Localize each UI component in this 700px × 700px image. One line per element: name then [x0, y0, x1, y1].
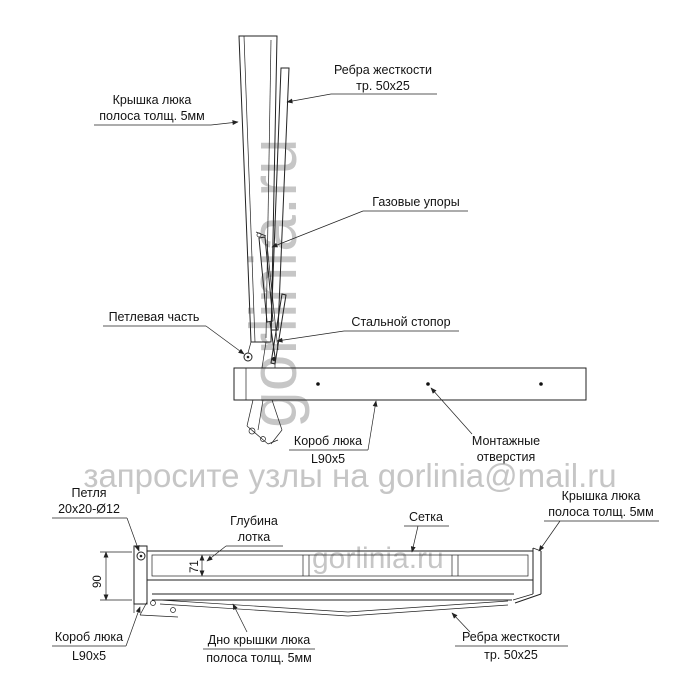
label-box-top-1: Короб люка: [294, 434, 362, 448]
top-view: Ребра жесткости тр. 50x25 Крышка люка по…: [94, 35, 587, 466]
label-holes-2: отверстия: [477, 450, 536, 464]
label-floor-2: полоса толщ. 5мм: [206, 651, 311, 665]
dimension-71: 71: [189, 554, 205, 577]
label-ribs-top-1: Ребра жесткости: [334, 63, 432, 77]
callout-mesh: Сетка: [404, 510, 449, 553]
label-hinge-2: 20x20-Ø12: [58, 502, 120, 516]
stiffening-rib: [270, 67, 290, 331]
bottom-ribs: [159, 599, 509, 617]
label-cover-bottom-2: полоса толщ. 5мм: [548, 505, 653, 519]
label-box-bottom-2: L90x5: [72, 649, 106, 663]
label-cover-top-1: Крышка люка: [113, 93, 192, 107]
callout-box-top: Короб люка L90x5: [289, 400, 378, 466]
label-ribs-bottom-1: Ребра жесткости: [462, 630, 560, 644]
dimension-90: 90: [92, 551, 132, 601]
cover-bottom-plate: [152, 593, 514, 601]
label-floor-1: Дно крышки люка: [208, 633, 311, 647]
callout-ribs-top: Ребра жесткости тр. 50x25: [286, 63, 437, 104]
watermark-banner: запросите узлы на gorlinia@mail.ru: [83, 457, 616, 494]
label-ribs-top-2: тр. 50x25: [356, 79, 410, 93]
lower-hinge-detail: [133, 600, 179, 618]
label-depth-2: лотка: [238, 530, 271, 544]
label-gas-struts: Газовые упоры: [372, 195, 459, 209]
dim-depth-value: 71: [189, 560, 201, 573]
callout-mounting-holes: Монтажные отверстия: [430, 387, 540, 464]
hatch-box: [233, 367, 587, 401]
callout-cover-top: Крышка люка полоса толщ. 5мм: [94, 93, 239, 126]
label-depth-1: Глубина: [230, 514, 278, 528]
dim-height-value: 90: [92, 575, 104, 588]
label-box-bottom-1: Короб люка: [55, 630, 123, 644]
callout-box-bottom: Короб люка L90x5: [52, 606, 141, 663]
callout-gas-struts: Газовые упоры: [271, 195, 468, 248]
label-mesh: Сетка: [409, 510, 443, 524]
label-cover-top-2: полоса толщ. 5мм: [99, 109, 204, 123]
callout-hinge-part: Петлевая часть: [103, 310, 245, 355]
watermark-small: gorlinia.ru: [312, 542, 444, 575]
hatch-cover-plate: [238, 35, 278, 343]
watermarks: gorlinia.ru запросите узлы на gorlinia@m…: [83, 138, 616, 575]
callout-hinge: Петля 20x20-Ø12: [52, 486, 140, 552]
bottom-view: 90 71 Петля 20x20-Ø12 Глубина лотка Сетк…: [52, 486, 659, 665]
label-holes-1: Монтажные: [472, 434, 540, 448]
hinge-bracket-detail: [246, 399, 283, 445]
hinge-knuckle: [243, 341, 267, 369]
label-hinge-1: Петля: [71, 486, 106, 500]
label-ribs-bottom-2: тр. 50x25: [484, 648, 538, 662]
callout-cover-bottom: Крышка люка полоса толщ. 5мм: [538, 489, 659, 552]
label-cover-bottom-1: Крышка люка: [562, 489, 641, 503]
callout-tray-depth: Глубина лотка: [206, 514, 283, 562]
hinge-pin: [136, 551, 146, 561]
label-steel-stopper: Стальной стопор: [351, 315, 450, 329]
label-hinge-part: Петлевая часть: [109, 310, 200, 324]
label-box-top-2: L90x5: [311, 452, 345, 466]
callout-steel-stopper: Стальной стопор: [276, 315, 459, 343]
callout-ribs-bottom: Ребра жесткости тр. 50x25: [451, 612, 568, 662]
mounting-holes: [316, 382, 543, 386]
callout-floor: Дно крышки люка полоса толщ. 5мм: [203, 603, 315, 665]
steel-stopper: [270, 293, 287, 365]
